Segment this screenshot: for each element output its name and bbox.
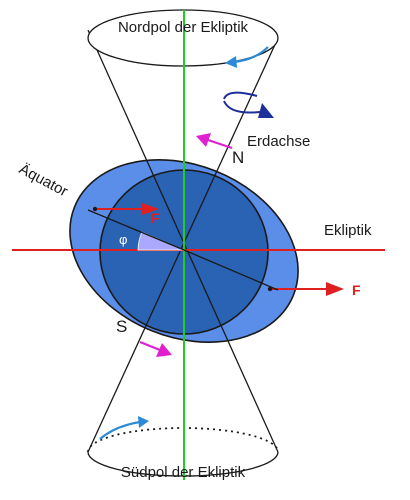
arrow-right-icon bbox=[142, 203, 159, 215]
south-pole-label: Südpol der Ekliptik bbox=[121, 464, 246, 481]
precession-arrow-bottom-shaft bbox=[139, 340, 161, 352]
force-origin-dot bbox=[267, 286, 273, 292]
equator-line bbox=[183, 249, 279, 291]
force-origin-dot bbox=[92, 206, 98, 212]
pole-arrow-top bbox=[225, 46, 269, 68]
precession-arrow-top bbox=[196, 133, 233, 150]
pole-arrow-bottom bbox=[99, 416, 149, 440]
force-label-right: F bbox=[352, 282, 361, 298]
arrow-icon bbox=[258, 103, 274, 118]
precession-arrow-bottom bbox=[139, 340, 172, 357]
rotation-arrow-back bbox=[223, 91, 258, 100]
arrow-icon bbox=[225, 56, 237, 68]
sphere-section-lines bbox=[87, 209, 279, 291]
precession-arrow-top-shaft bbox=[207, 138, 233, 150]
north-label: N bbox=[232, 148, 244, 167]
equator-line bbox=[87, 209, 185, 251]
north-pole-label: Nordpol der Ekliptik bbox=[118, 19, 249, 36]
axis-label: Erdachse bbox=[247, 133, 310, 150]
arrow-icon bbox=[138, 416, 149, 428]
south-label: S bbox=[116, 317, 127, 336]
rotation-arrow-front bbox=[223, 100, 261, 114]
pole-arrow-bottom-shaft bbox=[99, 420, 141, 440]
arrow-right-icon bbox=[326, 282, 344, 296]
ecliptic-label: Ekliptik bbox=[324, 222, 372, 239]
force-arrow-right bbox=[267, 282, 344, 296]
equator-label: Äquator bbox=[16, 161, 70, 201]
arrow-icon bbox=[196, 133, 211, 147]
arrow-icon bbox=[156, 343, 172, 357]
rotation-arrow-icon bbox=[223, 91, 274, 118]
force-arrow-top bbox=[92, 203, 159, 215]
phi-label: φ bbox=[119, 232, 127, 247]
force-label-top: F bbox=[151, 210, 160, 226]
pole-arrow-top-shaft bbox=[232, 46, 269, 64]
south-cone-rim-back bbox=[87, 427, 279, 453]
